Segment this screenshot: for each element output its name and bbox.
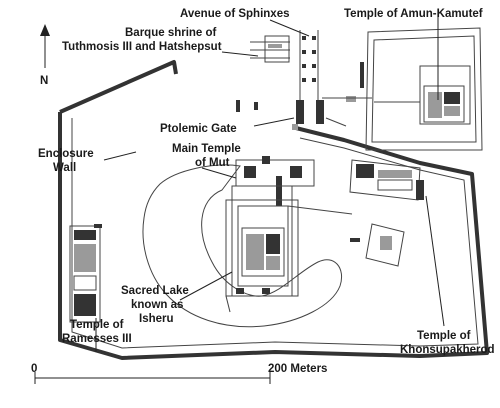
southeast-shrine — [350, 223, 405, 267]
label-lake-line1: Sacred Lake — [121, 285, 189, 297]
label-barque-shrine-line2: Tuthmosis III and Hatshepsut — [62, 41, 222, 53]
label-khonsu-line2: Khonsupakherod — [400, 344, 495, 356]
north-label: N — [40, 75, 48, 87]
avenue-of-sphinxes — [299, 30, 319, 100]
label-ptolemaic-gate: Ptolemic Gate — [160, 123, 237, 135]
enclosure-wall — [58, 112, 489, 360]
label-ramesses-line1: Temple of — [70, 319, 124, 331]
label-enclosure-line1: Enclosure — [38, 148, 94, 160]
label-khonsu-line1: Temple of — [417, 330, 471, 342]
label-avenue-of-sphinxes: Avenue of Sphinxes — [180, 8, 290, 20]
scale-start-label: 0 — [31, 363, 37, 375]
label-enclosure-line2: Wall — [53, 162, 76, 174]
barque-shrine — [250, 35, 290, 63]
temple-of-mut — [225, 156, 353, 313]
label-barque-shrine-line1: Barque shrine of — [125, 27, 217, 39]
scale-end-label: 200 Meters — [268, 363, 327, 375]
sacred-lake — [142, 164, 342, 328]
temple-ramesses-iii — [69, 224, 102, 323]
temple-amun-kamutef — [322, 27, 483, 151]
temple-khonsupakherod — [349, 159, 424, 201]
scale-bar — [34, 372, 271, 384]
label-temple-amun-kamutef: Temple of Amun-Kamutef — [344, 8, 483, 20]
inner-wall — [71, 118, 479, 349]
ptolemaic-gate — [236, 100, 347, 130]
label-lake-line2: known as — [131, 299, 183, 311]
label-lake-line3: Isheru — [139, 313, 174, 325]
leader-lines — [95, 16, 445, 352]
enclosure-wall-north — [59, 60, 178, 114]
north-arrow-icon — [40, 24, 50, 68]
label-mut-line1: Main Temple — [172, 143, 241, 155]
label-mut-line2: of Mut — [195, 157, 230, 169]
label-ramesses-line2: Ramesses III — [62, 333, 132, 345]
